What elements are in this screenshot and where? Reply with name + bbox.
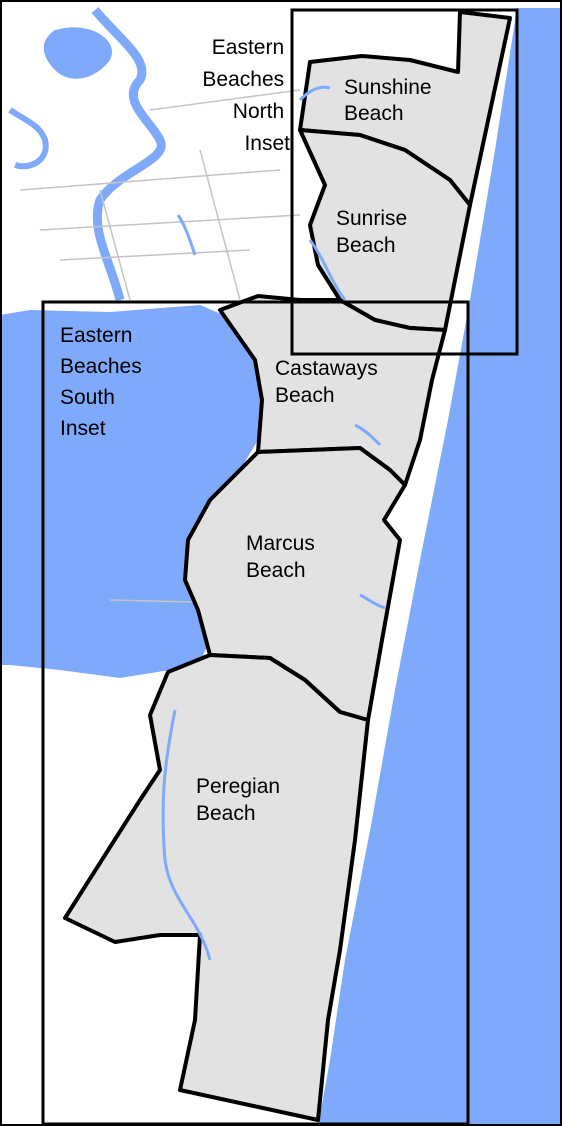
- lake: [0, 305, 262, 678]
- peregian-beach-area: [63, 653, 370, 1122]
- creeks: [161, 85, 386, 961]
- south-inset-label: Eastern Beaches South Inset: [60, 324, 148, 440]
- sunshine-beach-label: Sunshine Beach: [344, 76, 437, 125]
- castaways-beach-label: Castaways Beach: [275, 357, 384, 407]
- castaways-beach-area: [218, 294, 447, 487]
- river-bay: [43, 27, 112, 79]
- marcus-beach-label: Marcus Beach: [246, 532, 321, 582]
- ocean: [318, 8, 562, 1126]
- river-arm: [8, 107, 49, 170]
- north-inset-frame: [290, 8, 519, 356]
- river: [91, 7, 166, 302]
- north-inset-label: Eastern Beaches North Inset: [202, 36, 290, 155]
- sunrise-beach-label: Sunrise Beach: [336, 207, 413, 257]
- peregian-beach-label: Peregian Beach: [196, 775, 286, 825]
- suburb-areas: [63, 10, 512, 1122]
